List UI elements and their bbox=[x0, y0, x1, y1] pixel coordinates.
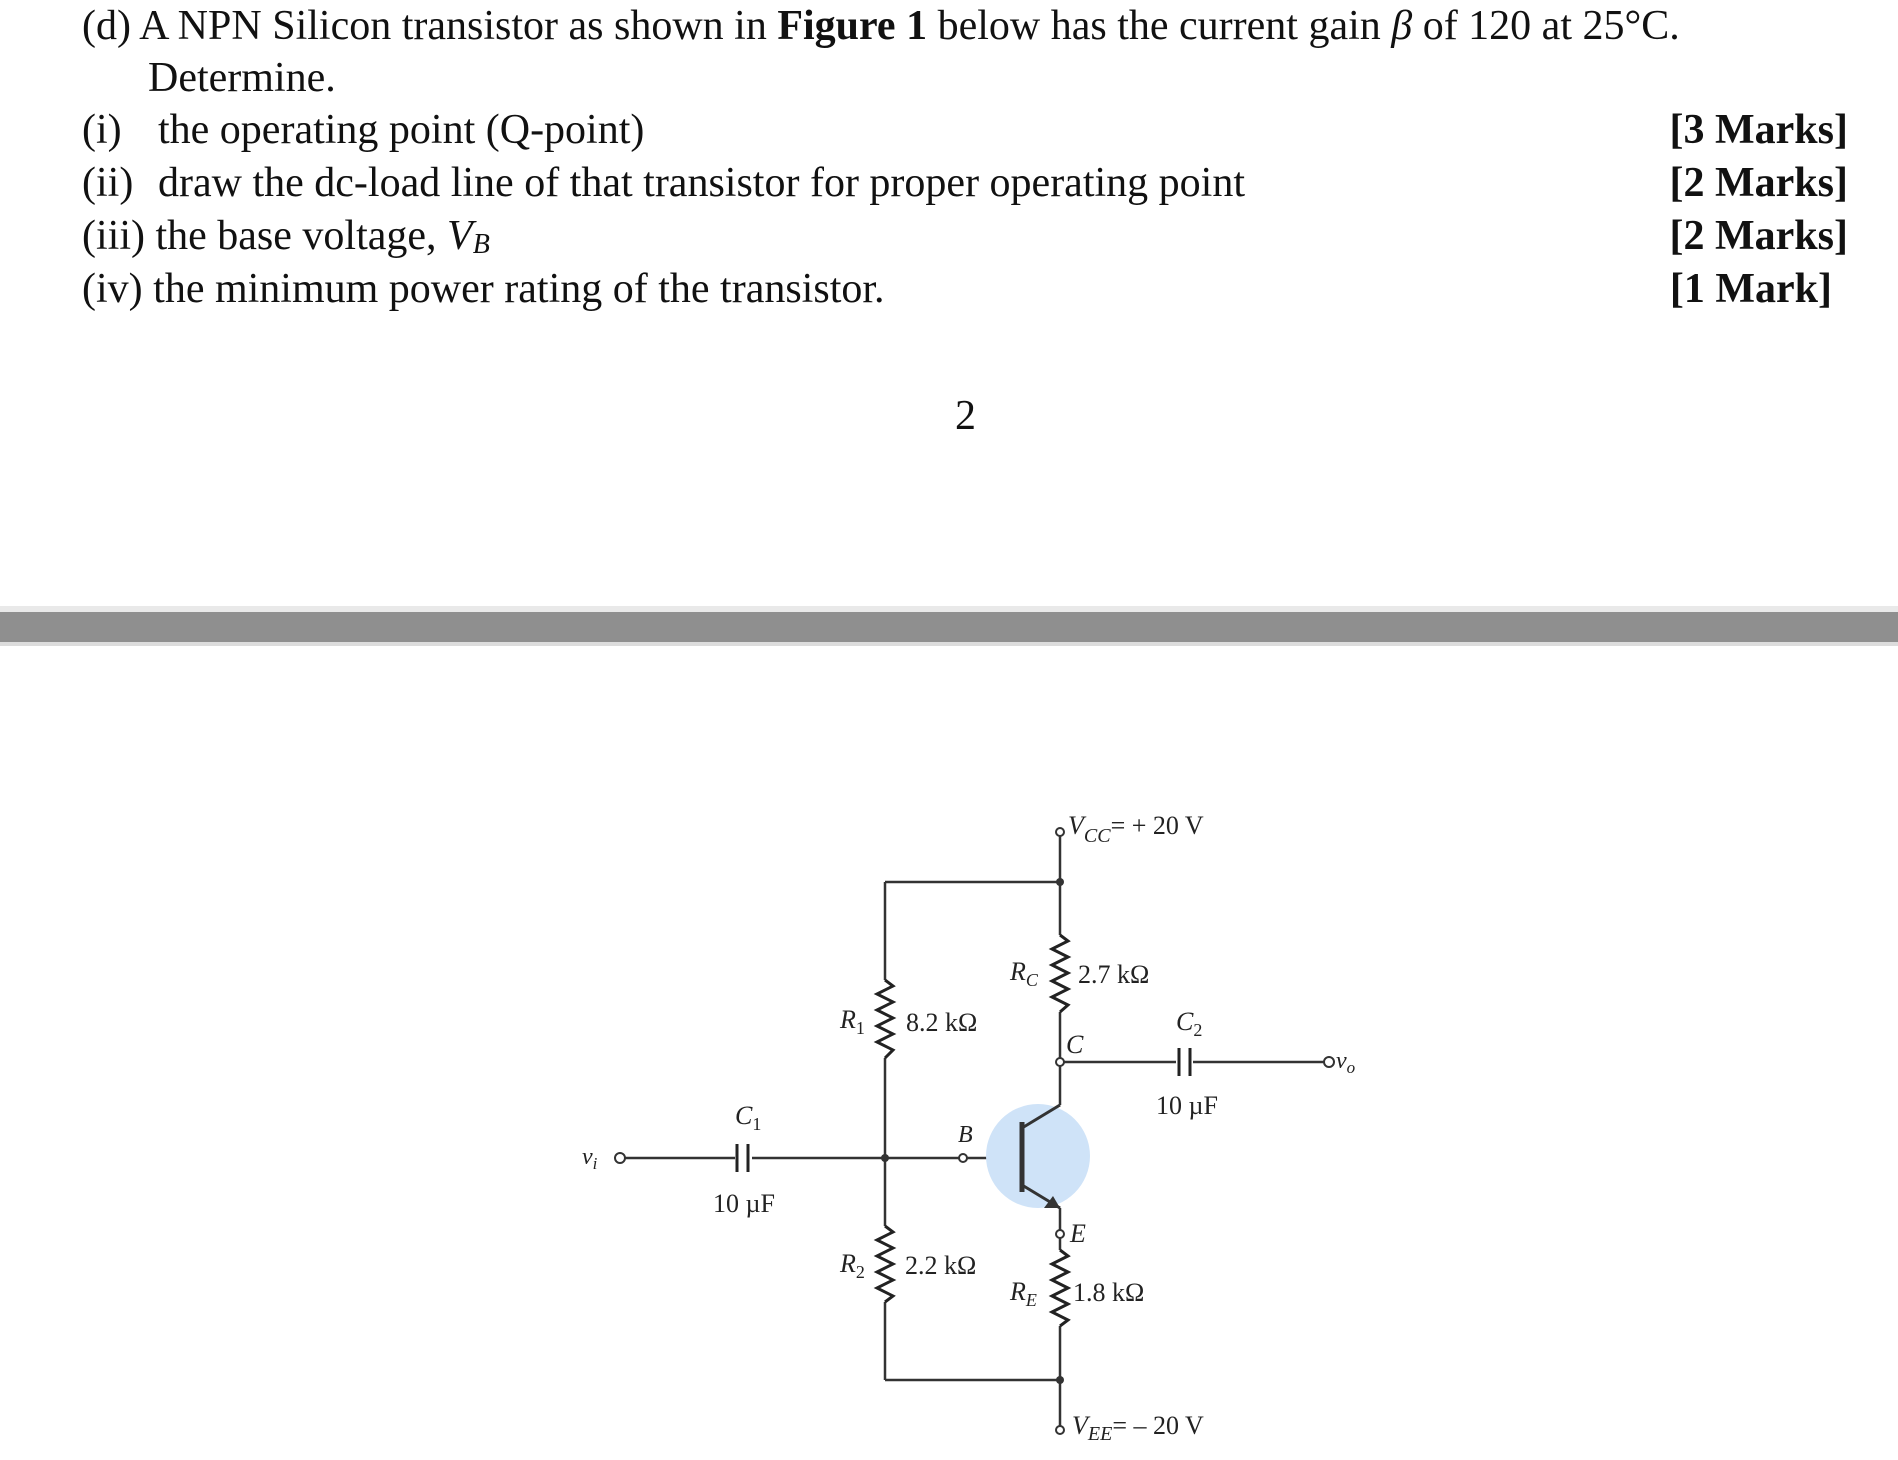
page-gap-top bbox=[0, 606, 1898, 612]
r2-resistor bbox=[873, 1224, 897, 1304]
item-num: (iii) bbox=[82, 213, 145, 259]
r2-value: 2.2 kΩ bbox=[905, 1251, 976, 1280]
marks-ii: [2 Marks] bbox=[1669, 160, 1848, 206]
item-num: (i) bbox=[82, 107, 122, 153]
collector-terminal bbox=[1055, 1057, 1065, 1067]
node-b-label: B bbox=[958, 1122, 973, 1148]
item-text: the operating point (Q-point) bbox=[158, 107, 645, 153]
r1-value: 8.2 kΩ bbox=[906, 1008, 977, 1037]
junction-dot bbox=[1056, 878, 1064, 886]
c2-value: 10 µF bbox=[1156, 1091, 1218, 1120]
emitter-arrow bbox=[1044, 1196, 1060, 1208]
c1-label: C1 bbox=[735, 1101, 761, 1134]
item-text: the minimum power rating of the transist… bbox=[153, 266, 885, 312]
item-iii: (iii) the base voltage, VB bbox=[82, 210, 490, 271]
rc-resistor bbox=[1048, 933, 1072, 1014]
vee-terminal bbox=[1055, 1425, 1065, 1435]
vo-terminal bbox=[1323, 1056, 1335, 1068]
vb-symbol: V bbox=[447, 213, 473, 259]
item-iv: (iv) the minimum power rating of the tra… bbox=[82, 263, 885, 315]
beta-symbol: β bbox=[1391, 3, 1413, 49]
rc-value: 2.7 kΩ bbox=[1078, 960, 1149, 989]
node-e-label: E bbox=[1069, 1219, 1086, 1248]
transistor-highlight bbox=[986, 1104, 1090, 1208]
c1-capacitor bbox=[735, 1144, 750, 1172]
vcc-terminal bbox=[1055, 827, 1065, 837]
determine-text: Determine. bbox=[148, 55, 336, 101]
vi-terminal bbox=[614, 1152, 626, 1164]
part-label: (d) bbox=[82, 3, 131, 49]
c1-value: 10 µF bbox=[713, 1189, 775, 1218]
r1-resistor bbox=[873, 978, 897, 1060]
junction-dot bbox=[881, 1154, 889, 1162]
rc-label: RC bbox=[1009, 957, 1039, 990]
re-resistor bbox=[1048, 1248, 1072, 1328]
base-terminal bbox=[958, 1153, 968, 1163]
intro-text-post: of 120 at 25°C. bbox=[1412, 3, 1680, 49]
marks-iv: [1 Mark] bbox=[1669, 266, 1832, 312]
item-text: the base voltage, bbox=[155, 213, 448, 259]
item-num: (iv) bbox=[82, 266, 143, 312]
junction-dot bbox=[1056, 1376, 1064, 1384]
wires bbox=[625, 836, 1324, 1426]
page-number: 2 bbox=[955, 393, 976, 439]
vee-label: VEE= – 20 V bbox=[1072, 1411, 1204, 1445]
c2-capacitor bbox=[1177, 1048, 1192, 1076]
intro-text-mid: below has the current gain bbox=[927, 3, 1392, 49]
intro-text: A NPN Silicon transistor as shown in bbox=[139, 3, 778, 49]
item-ii: (ii) draw the dc-load line of that transi… bbox=[82, 157, 1245, 209]
re-label: RE bbox=[1009, 1277, 1037, 1310]
figure-ref: Figure 1 bbox=[777, 3, 928, 49]
page-gap-bottom bbox=[0, 642, 1898, 646]
r1-label: R1 bbox=[839, 1005, 865, 1038]
vcc-label: VCC= + 20 V bbox=[1068, 811, 1204, 847]
terminals bbox=[614, 827, 1335, 1435]
item-num: (ii) bbox=[82, 160, 134, 206]
vb-subscript: B bbox=[472, 229, 490, 260]
page-divider bbox=[0, 612, 1898, 642]
marks-iii: [2 Marks] bbox=[1669, 213, 1848, 259]
marks-i: [3 Marks] bbox=[1669, 107, 1848, 153]
r2-label: R2 bbox=[839, 1249, 865, 1282]
question-intro: (d) A NPN Silicon transistor as shown in… bbox=[82, 0, 1680, 52]
re-value: 1.8 kΩ bbox=[1073, 1278, 1144, 1307]
circuit-diagram: VCC= + 20 V RC 2.7 kΩ R1 8.2 kΩ C C2 10 … bbox=[582, 811, 1355, 1445]
c2-label: C2 bbox=[1176, 1007, 1202, 1040]
item-text: draw the dc-load line of that transistor… bbox=[158, 160, 1245, 206]
vo-label: vo bbox=[1336, 1048, 1355, 1077]
vi-label: vi bbox=[582, 1144, 598, 1173]
node-c-label: C bbox=[1066, 1030, 1084, 1059]
emitter-terminal bbox=[1055, 1229, 1065, 1239]
item-i: (i) the operating point (Q-point) bbox=[82, 104, 644, 156]
